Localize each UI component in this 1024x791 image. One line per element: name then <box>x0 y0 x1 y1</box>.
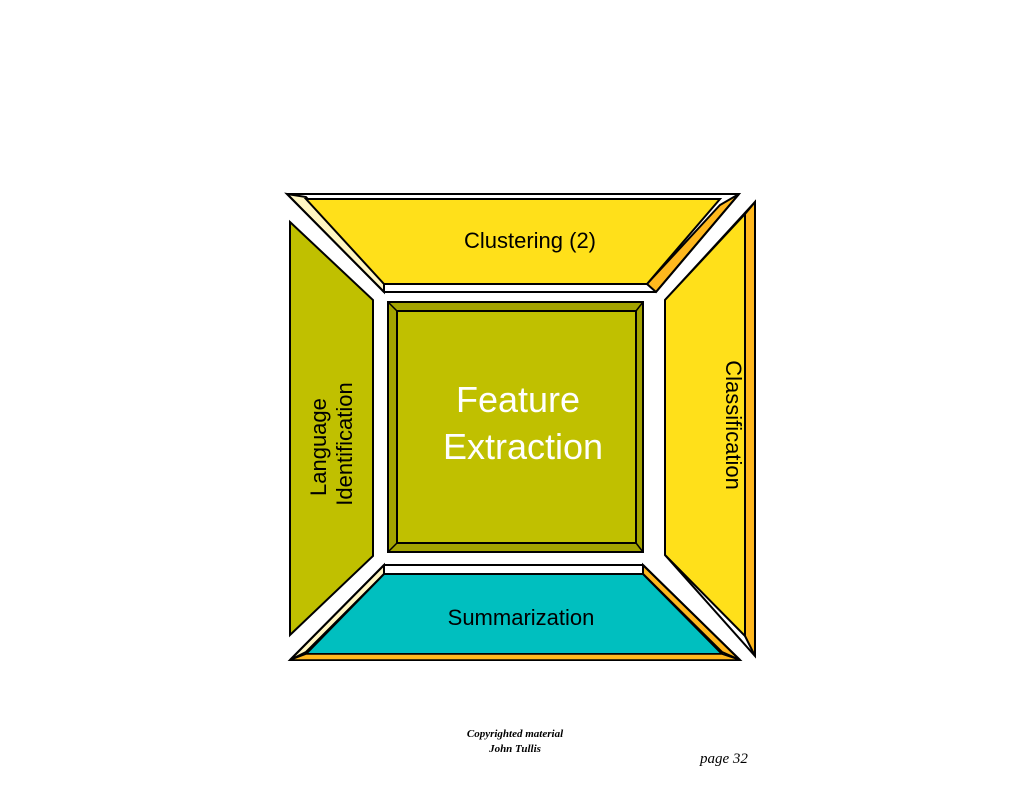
feature-extraction-inner <box>396 310 637 544</box>
summarization-label: Summarization <box>448 605 595 630</box>
feature-label-line1: Feature <box>456 379 580 420</box>
language-identification-label: Language Identification <box>306 382 357 506</box>
clustering-label: Clustering (2) <box>464 228 596 253</box>
feature-extraction-label: Feature Extraction <box>443 379 603 467</box>
page-number: page 32 <box>700 751 748 767</box>
author-line: John Tullis <box>489 743 541 755</box>
clustering-panel-inner <box>303 198 723 285</box>
feature-label-line2: Extraction <box>443 426 603 467</box>
copyright-line: Copyrighted material <box>466 728 564 740</box>
language-identification-panel-face <box>289 219 374 638</box>
feature-extraction-bevel-bl <box>387 542 398 553</box>
language-identification-panel: Language Identification <box>289 219 374 638</box>
language-label-line1: Language <box>306 398 331 496</box>
summarization-panel-bottom-edge <box>289 653 741 661</box>
clustering-panel: Clustering (2) <box>284 192 742 295</box>
feature-extraction-bevel-br <box>635 542 644 553</box>
feature-extraction-bevel-tr <box>635 301 644 312</box>
clustering-panel-face <box>284 193 742 293</box>
classification-panel: Classification <box>664 199 756 659</box>
copyright-notice: Copyrighted material John Tullis <box>415 727 615 757</box>
feature-extraction-bevel-tl <box>387 301 398 312</box>
summarization-panel: Summarization <box>287 562 743 661</box>
language-label-line2: Identification <box>332 382 357 506</box>
feature-extraction-box: Feature Extraction <box>387 301 644 553</box>
classification-label: Classification <box>721 360 746 490</box>
classification-panel-inner <box>664 211 746 639</box>
